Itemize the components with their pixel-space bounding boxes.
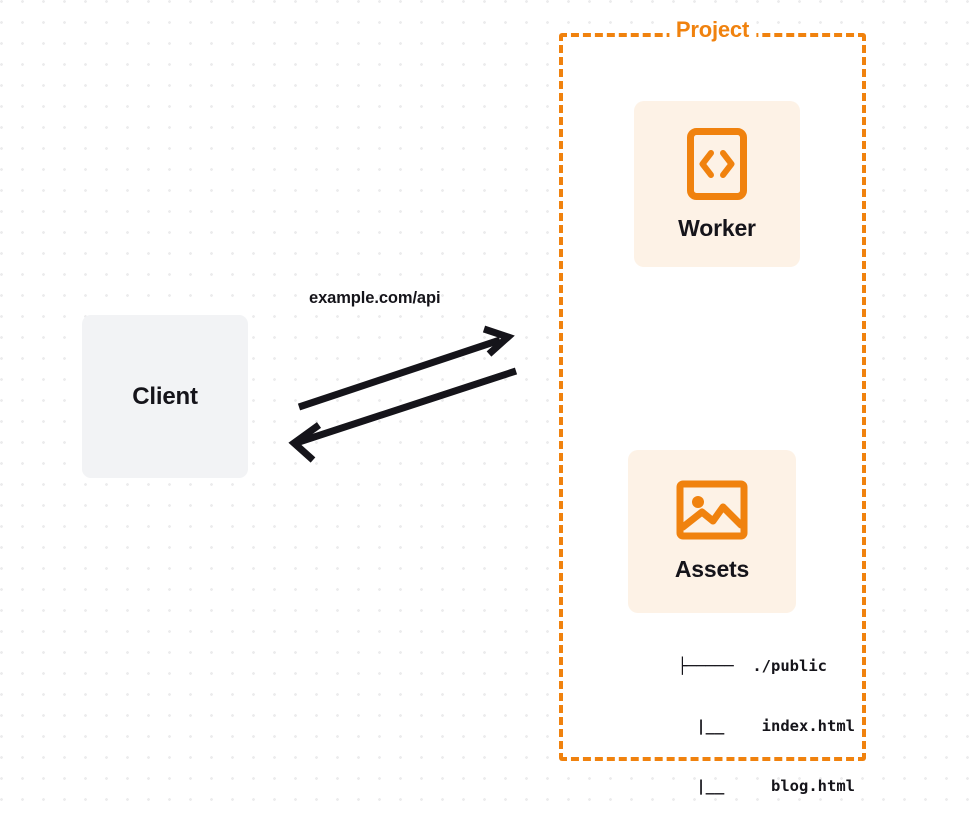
- client-node: Client: [82, 315, 248, 478]
- client-node-label: Client: [132, 382, 198, 410]
- request-arrow: [297, 325, 515, 411]
- file-tree-line: |__ index.html: [687, 717, 855, 735]
- assets-card: Assets: [628, 450, 796, 613]
- assets-file-tree: ├───── ./public |__ index.html |__ blog.…: [609, 616, 855, 818]
- project-group: Project Worker Assets: [559, 17, 866, 795]
- response-arrow: [288, 367, 518, 463]
- connection-label: example.com/api: [309, 289, 441, 307]
- assets-card-label: Assets: [674, 556, 750, 582]
- file-tree-line: ├───── ./public: [677, 657, 855, 675]
- project-title: Project: [668, 17, 757, 43]
- file-tree-line: |__ blog.html: [687, 777, 855, 795]
- code-brackets-icon: [686, 127, 748, 201]
- image-icon: [676, 480, 748, 540]
- worker-card: Worker: [634, 101, 800, 267]
- worker-card-label: Worker: [678, 214, 756, 241]
